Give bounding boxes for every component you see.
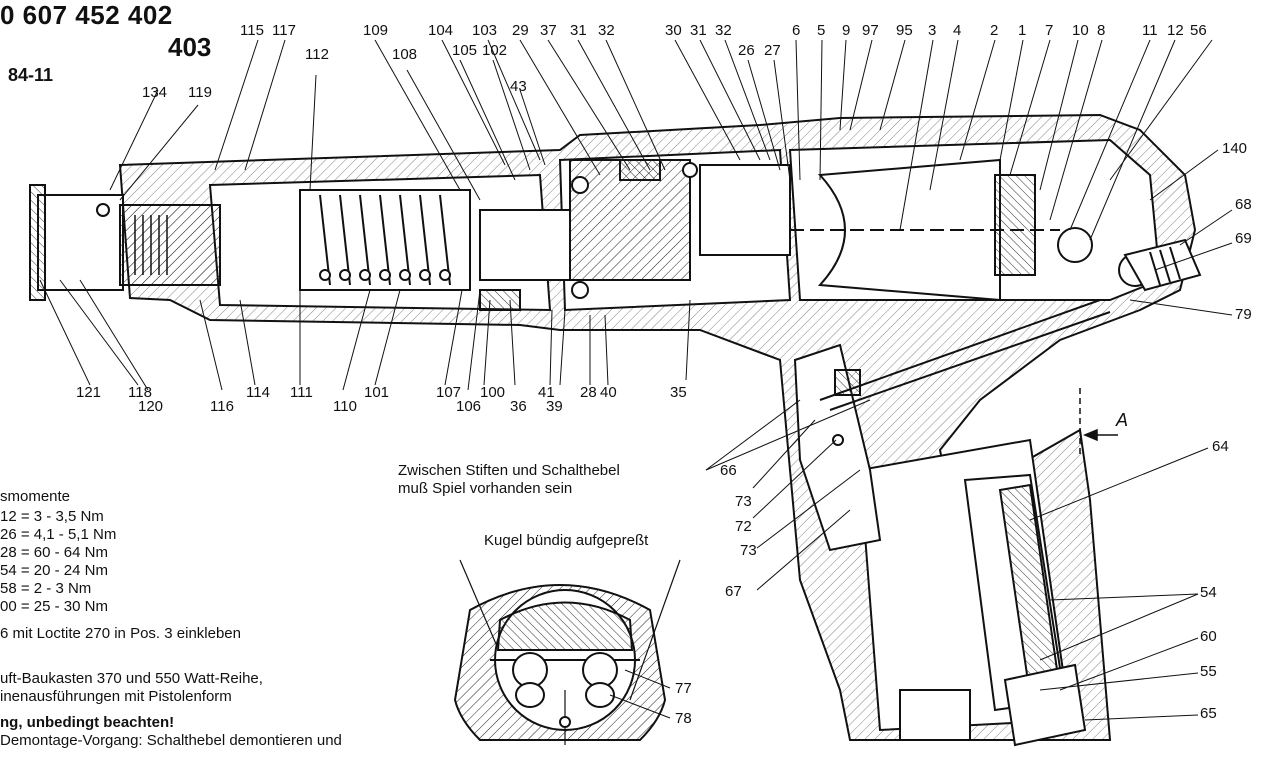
callout: 54 <box>1200 584 1217 601</box>
section-marker <box>1079 388 1118 455</box>
gearbox <box>479 159 791 311</box>
torque-row: 58 = 2 - 3 Nm <box>0 580 92 597</box>
callout: 79 <box>1235 306 1252 323</box>
callout: 73 <box>735 493 752 510</box>
torque-row: 28 = 60 - 64 Nm <box>0 544 108 561</box>
torque-row: 54 = 20 - 24 Nm <box>0 562 108 579</box>
footer-warning: ng, unbedingt beachten! <box>0 714 175 731</box>
callout: 121 <box>76 384 102 401</box>
callout: 8 <box>1097 22 1106 39</box>
torque-row: 00 = 25 - 30 Nm <box>0 598 108 615</box>
callout: 40 <box>600 384 617 401</box>
callout: 1 <box>1018 22 1027 39</box>
callout: 64 <box>1212 438 1229 455</box>
callout: 39 <box>546 398 563 415</box>
callout: 103 <box>472 22 498 39</box>
callout: 108 <box>392 46 418 63</box>
loctite-note: 6 mit Loctite 270 in Pos. 3 einkleben <box>0 625 241 642</box>
callout: 67 <box>725 583 742 600</box>
callout: 140 <box>1222 140 1248 157</box>
callout: 32 <box>598 22 615 39</box>
callout: 106 <box>456 398 482 415</box>
callout: 100 <box>480 384 506 401</box>
ball-detail <box>453 559 681 745</box>
callout: 115 <box>240 22 264 39</box>
callout: 10 <box>1072 22 1089 39</box>
drawing-code: 84-11 <box>8 65 54 85</box>
callout: 95 <box>896 22 913 39</box>
callout: 109 <box>363 22 389 39</box>
callout: 101 <box>364 384 390 401</box>
callout: 31 <box>570 22 587 39</box>
callout: 117 <box>272 22 296 39</box>
part-number: 0 607 452 402 <box>0 0 173 30</box>
callout: 12 <box>1167 22 1184 39</box>
callout: 73 <box>740 542 757 559</box>
callout: 120 <box>138 398 164 415</box>
ball-note: Kugel bündig aufgepreßt <box>484 532 649 549</box>
callout: 119 <box>188 84 212 101</box>
trigger-lever <box>793 299 1111 552</box>
chuck-assembly <box>29 184 221 301</box>
callout: 28 <box>580 384 597 401</box>
callout: 26 <box>738 42 755 59</box>
callout: 112 <box>305 46 329 63</box>
play-note-line1: Zwischen Stiften und Schalthebel <box>398 462 620 479</box>
callout: 29 <box>512 22 529 39</box>
callout: 6 <box>792 22 801 39</box>
leader-lines <box>39 39 1233 721</box>
callout: 111 <box>290 384 313 401</box>
callout: 72 <box>735 518 752 535</box>
callout: 43 <box>510 78 527 95</box>
callout: 116 <box>210 398 234 415</box>
callout: 37 <box>540 22 557 39</box>
section-label: A <box>1116 410 1129 430</box>
footer-line2: inenausführungen mit Pistolenform <box>0 688 232 705</box>
callout: 118 <box>128 384 152 401</box>
callout: 27 <box>764 42 781 59</box>
torque-title: smomente <box>0 488 71 505</box>
callout: 66 <box>720 462 737 479</box>
callout: 69 <box>1235 230 1252 247</box>
callout: 104 <box>428 22 454 39</box>
callout: 7 <box>1045 22 1054 39</box>
callout: 78 <box>675 710 692 727</box>
callout: 35 <box>670 384 687 401</box>
callout: 60 <box>1200 628 1217 645</box>
footer-line1: uft-Baukasten 370 und 550 Watt-Reihe, <box>0 670 263 687</box>
handle-valve <box>899 473 1087 747</box>
clutch-spring <box>299 189 471 291</box>
callout: 9 <box>842 22 851 39</box>
callout: 5 <box>817 22 826 39</box>
callout: 31 <box>690 22 707 39</box>
callout: 110 <box>333 398 357 415</box>
callout: 2 <box>990 22 999 39</box>
play-note-line2: muß Spiel vorhanden sein <box>398 480 573 497</box>
callout: 65 <box>1200 705 1217 722</box>
callout: 114 <box>246 384 270 401</box>
callout: 97 <box>862 22 879 39</box>
callout: 32 <box>715 22 732 39</box>
footer-line3: Demontage-Vorgang: Schalthebel demontier… <box>0 732 342 749</box>
callout: 107 <box>436 384 462 401</box>
callout: 77 <box>675 680 692 697</box>
callout: 41 <box>538 384 555 401</box>
callout: 68 <box>1235 196 1252 213</box>
callout: 4 <box>953 22 962 39</box>
torque-row: 12 = 3 - 3,5 Nm <box>0 508 104 525</box>
callout: 56 <box>1190 22 1207 39</box>
callout: 55 <box>1200 663 1217 680</box>
callout: 11 <box>1142 22 1158 39</box>
torque-row: 26 = 4,1 - 5,1 Nm <box>0 526 117 543</box>
callout: 3 <box>928 22 937 39</box>
callout: 102 <box>482 42 508 59</box>
part-number-alt: 403 <box>168 32 212 62</box>
callout: 30 <box>665 22 682 39</box>
callout: 36 <box>510 398 527 415</box>
callout: 105 <box>452 42 478 59</box>
callout: 134 <box>142 84 168 101</box>
